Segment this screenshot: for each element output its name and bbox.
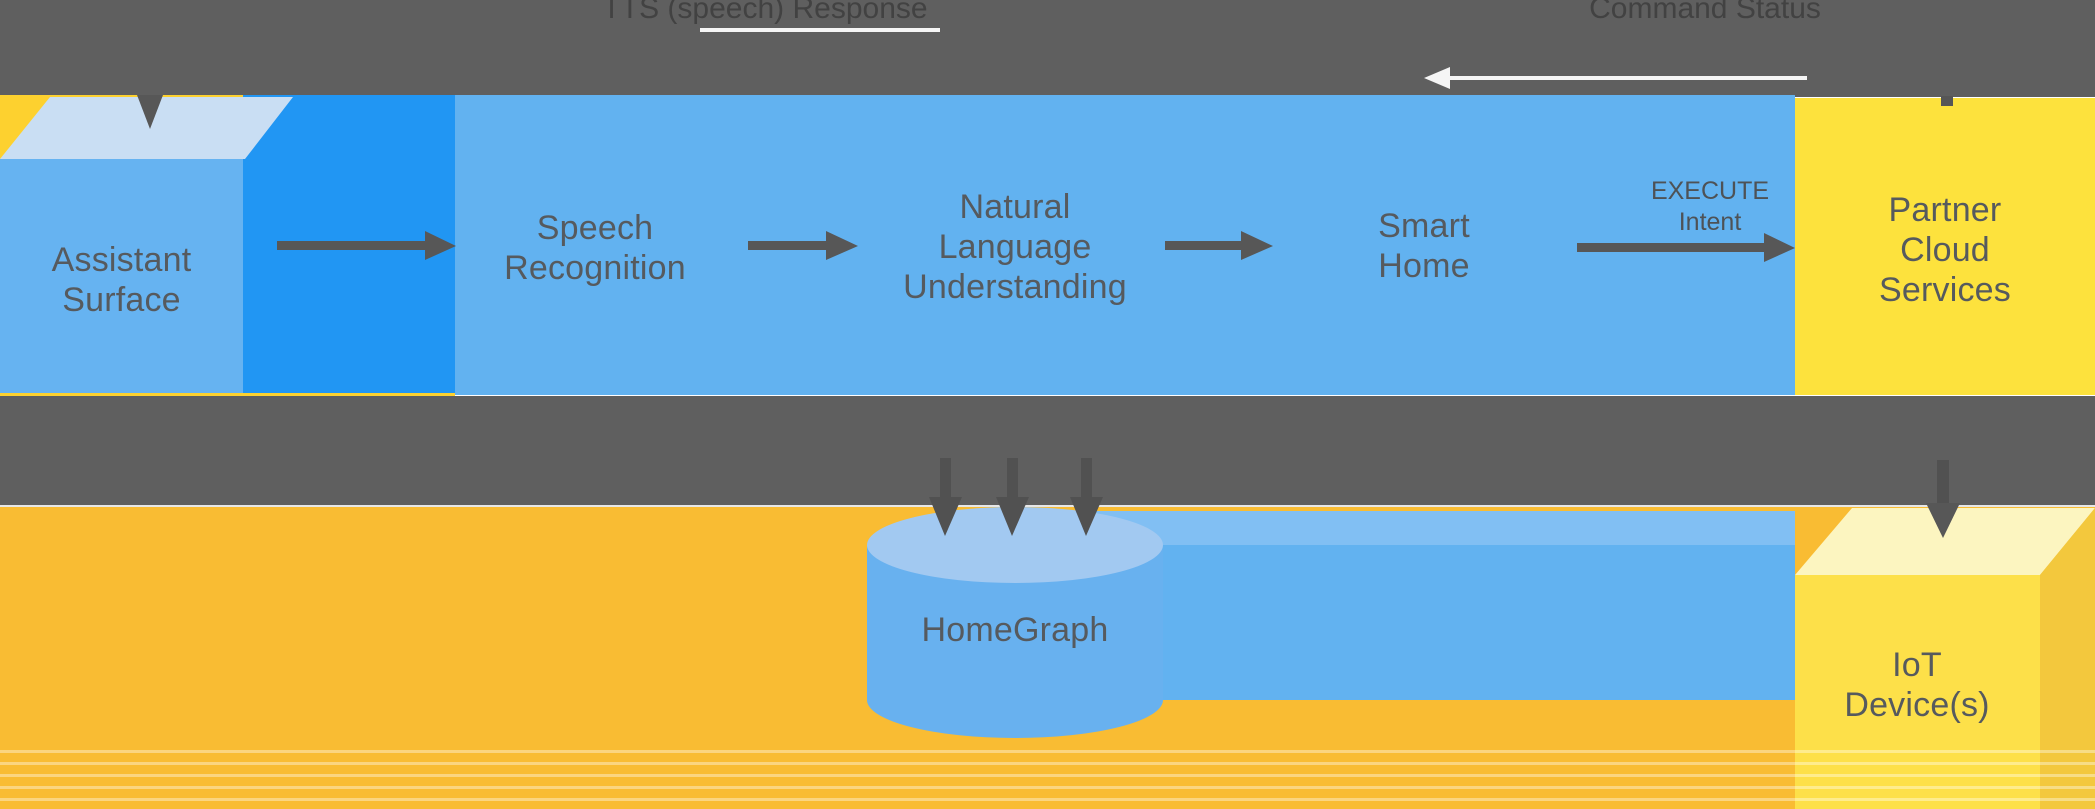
nlu-label-line2: Language: [938, 228, 1092, 266]
speech-recognition-label: Speech Recognition: [445, 208, 745, 288]
smart-home-label: Smart Home: [1324, 206, 1524, 286]
homegraph-arrow-2-stem: [1007, 458, 1018, 502]
natural-language-understanding-label: Natural Language Understanding: [855, 187, 1175, 307]
assistant-surface-box-top-face: [0, 97, 293, 159]
arrow-assistant-to-speech-stem: [277, 241, 425, 250]
command-status-return-line: [1450, 76, 1807, 80]
nlu-label-line3: Understanding: [903, 268, 1127, 306]
arrow-assistant-to-speech-head-icon: [425, 231, 456, 260]
iot-device-box-side-face: [2040, 508, 2095, 809]
bottom-stripe-artifacts: [0, 750, 2095, 801]
arrow-speech-to-nlu-head-icon: [826, 231, 858, 260]
arrow-speech-to-nlu-stem: [748, 241, 826, 250]
tts-response-return-line: [700, 28, 940, 32]
execute-intent-label-line2: Intent: [1678, 208, 1742, 236]
homegraph-arrow-3-head-icon: [1070, 497, 1103, 536]
smart-home-label-line1: Smart: [1378, 207, 1470, 245]
middle-band-hairline: [0, 505, 2095, 507]
command-status-label: Command Status: [1589, 0, 1821, 25]
iot-device-box-top-face: [1795, 508, 2095, 575]
tts-response-down-arrowhead-icon: [137, 95, 163, 129]
homegraph-arrow-1-head-icon: [929, 497, 962, 536]
assistant-blue-panel: [455, 95, 1795, 395]
iot-devices-label: IoT Device(s): [1807, 645, 2027, 725]
partner-label-line3: Services: [1879, 271, 2011, 309]
middle-gray-band: [0, 396, 2095, 507]
nlu-label-line1: Natural: [959, 188, 1071, 226]
partner-label-line2: Cloud: [1900, 231, 1990, 269]
assistant-surface-box-front-face: [0, 159, 243, 393]
iot-device-box-front-face: [1795, 575, 2040, 809]
execute-intent-label: EXECUTE Intent: [1610, 176, 1810, 238]
assistant-surface-label: Assistant Surface: [0, 240, 243, 320]
iot-arrow-head-icon: [1926, 503, 1960, 538]
homegraph-blue-strip-highlight: [1060, 511, 1795, 545]
homegraph-down-arrows: [929, 458, 1103, 536]
partner-cloud-services-panel: [1795, 98, 2095, 395]
partner-status-up-stub: [1941, 96, 1953, 106]
top-gray-band: [0, 0, 2095, 97]
homegraph-arrow-3-stem: [1081, 458, 1092, 502]
tts-response-label: TTS (speech) Response: [602, 0, 928, 25]
arrow-nlu-to-smarthome-stem: [1165, 241, 1241, 250]
arrow-execute-intent-stem: [1577, 243, 1764, 252]
speech-recognition-label-line2: Recognition: [504, 249, 686, 287]
smart-home-label-line2: Home: [1378, 247, 1470, 285]
homegraph-cylinder-body: [867, 545, 1163, 738]
homegraph-arrow-2-head-icon: [996, 497, 1029, 536]
assistant-surface-label-line2: Surface: [62, 281, 181, 319]
homegraph-arrow-1-stem: [940, 458, 951, 502]
flow-arrows: [277, 231, 1795, 262]
arrow-nlu-to-smarthome-head-icon: [1241, 231, 1273, 260]
iot-devices-label-line1: IoT: [1892, 646, 1942, 684]
partner-cloud-services-label: Partner Cloud Services: [1795, 190, 2095, 310]
speech-recognition-label-line1: Speech: [536, 209, 654, 247]
arrow-execute-intent-head-icon: [1764, 233, 1795, 262]
partner-label-line1: Partner: [1888, 191, 2002, 229]
execute-intent-label-line1: EXECUTE: [1650, 177, 1770, 205]
command-status-left-arrowhead-icon: [1424, 67, 1450, 89]
assistant-surface-label-line1: Assistant: [51, 241, 192, 279]
iot-devices-label-line2: Device(s): [1844, 686, 1990, 724]
homegraph-label: HomeGraph: [921, 611, 1109, 649]
iot-arrow-stem: [1937, 460, 1949, 504]
